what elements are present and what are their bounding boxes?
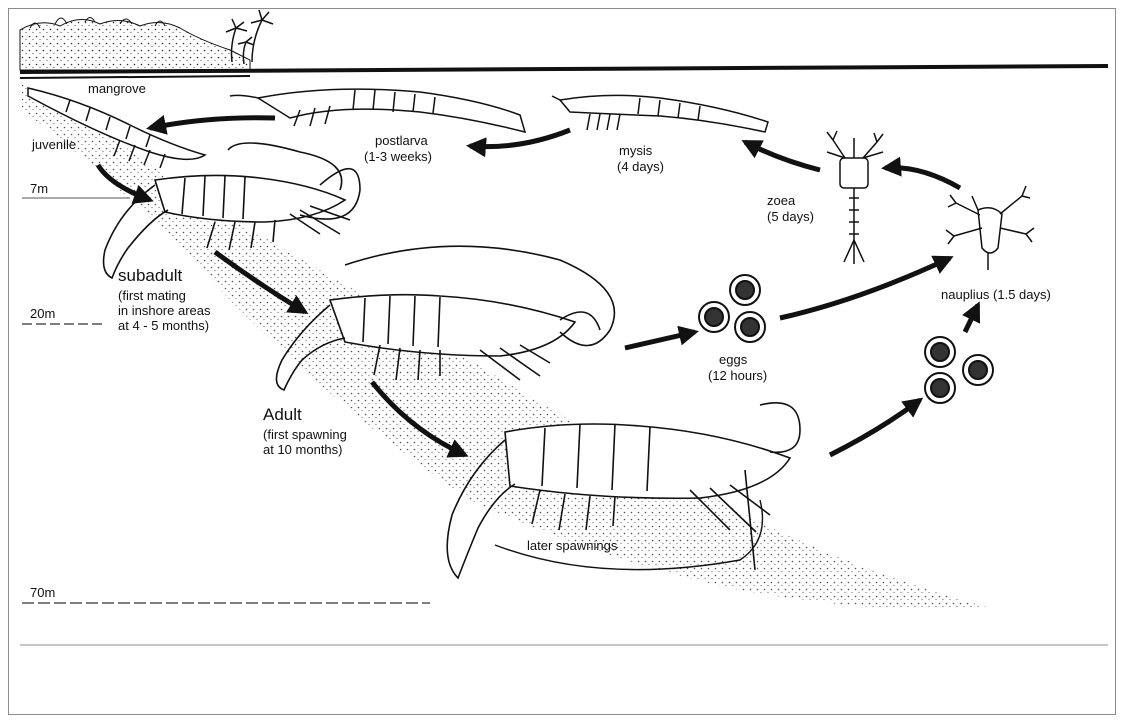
arrow-mysis-to-postlarva <box>470 130 570 147</box>
shore-line <box>20 76 250 78</box>
label-adult: Adult <box>263 405 302 424</box>
eggs-cluster-later <box>925 337 993 403</box>
depth-label-7m: 7m <box>30 181 48 196</box>
arrow-adult-to-eggs <box>625 332 695 348</box>
arrow-eggs-to-nauplius <box>780 258 950 318</box>
label-adult-note: (first spawning at 10 months) <box>263 427 347 457</box>
arrow-nauplius-to-zoea <box>885 168 960 188</box>
label-zoea: zoea <box>767 193 795 208</box>
label-juvenile: juvenile <box>32 137 76 152</box>
coastline-vegetation <box>20 10 273 70</box>
arrow-spawner-to-eggs <box>830 400 920 455</box>
depth-label-70m: 70m <box>30 585 55 600</box>
label-subadult-note: (first mating in inshore areas at 4 - 5 … <box>118 288 211 333</box>
nauplius-larva <box>946 186 1034 270</box>
arrow-postlarva-to-juvenile <box>150 118 275 128</box>
label-subadult: subadult <box>118 266 182 285</box>
postlarva-shrimp <box>230 89 525 132</box>
arrow-eggs2-to-nauplius <box>965 305 978 332</box>
label-postlarva-duration: (1-3 weeks) <box>364 149 432 164</box>
eggs-cluster <box>699 275 765 342</box>
mysis-larva <box>552 95 768 132</box>
label-eggs-duration: (12 hours) <box>708 368 767 383</box>
label-nauplius: nauplius (1.5 days) <box>941 287 1051 302</box>
arrow-zoea-to-mysis <box>745 142 820 170</box>
label-postlarva: postlarva <box>375 133 428 148</box>
label-mangrove: mangrove <box>88 81 146 96</box>
zoea-larva <box>827 131 883 264</box>
depth-label-20m: 20m <box>30 306 55 321</box>
label-mysis-duration: (4 days) <box>617 159 664 174</box>
label-mysis: mysis <box>619 143 652 158</box>
label-zoea-duration: (5 days) <box>767 209 814 224</box>
label-eggs: eggs <box>719 352 747 367</box>
label-later-spawnings: later spawnings <box>527 538 617 553</box>
